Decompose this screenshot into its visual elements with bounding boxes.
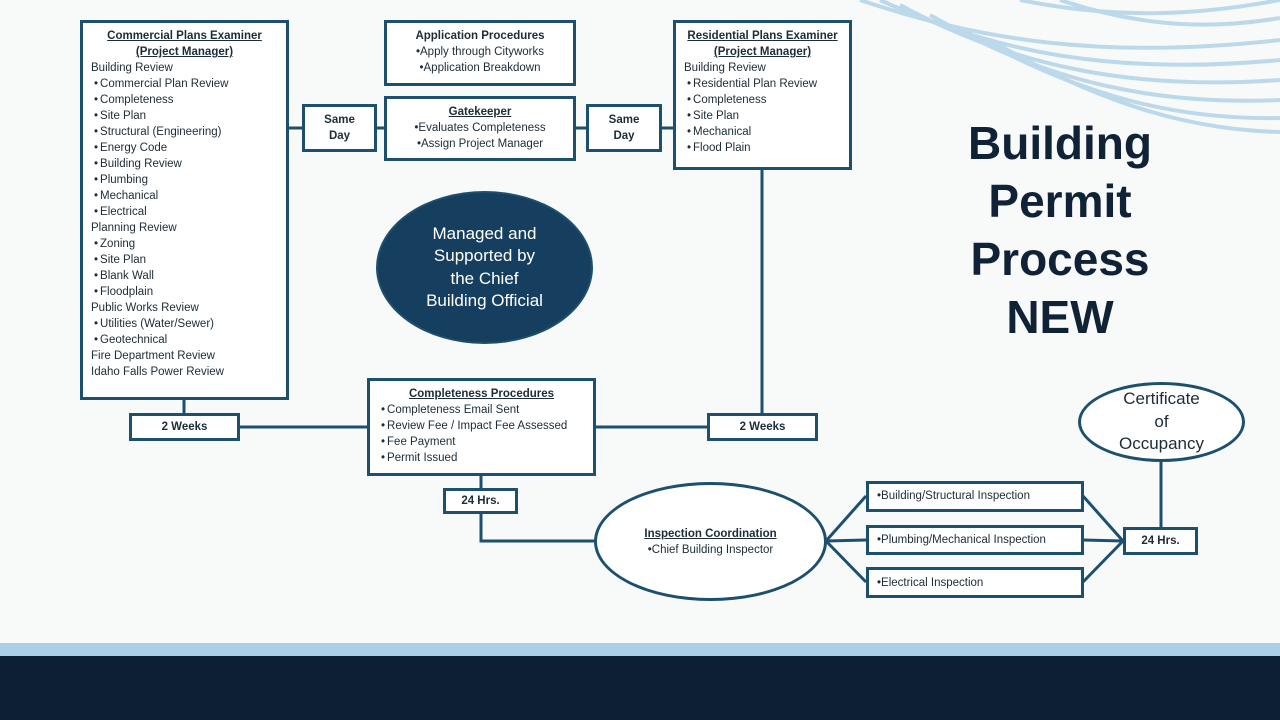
review-section-heading: Idaho Falls Power Review: [91, 366, 224, 378]
same-day-text: Day: [613, 130, 635, 142]
certificate-of-occupancy-ellipse: Certificate of Occupancy: [1078, 382, 1245, 462]
title-line: Permit: [988, 175, 1132, 227]
review-item: Plumbing: [83, 172, 286, 188]
review-item: Site Plan: [83, 108, 286, 124]
review-section-heading: Building Review: [684, 62, 766, 74]
decorative-waves: [859, 0, 1280, 134]
completeness-title: Completeness Procedures: [408, 388, 555, 400]
residential-title: Residential Plans Examiner: [687, 30, 838, 42]
application-title: Application Procedures: [415, 30, 545, 42]
application-item: •Application Breakdown: [419, 62, 541, 74]
review-item: Completeness: [676, 92, 849, 108]
managed-text: Building Official: [426, 291, 543, 310]
title-line: Building: [968, 117, 1152, 169]
inspection-coordination-item: •Chief Building Inspector: [647, 543, 774, 556]
review-item: Floodplain: [83, 284, 286, 300]
gatekeeper-item: •Assign Project Manager: [416, 138, 544, 150]
same-day-right-label: Same Day: [586, 104, 662, 152]
review-item: Structural (Engineering): [83, 124, 286, 140]
plumbing-mechanical-inspection-box: •Plumbing/Mechanical Inspection: [866, 525, 1084, 555]
review-item: Site Plan: [676, 108, 849, 124]
review-item: Electrical: [83, 204, 286, 220]
commercial-title: Commercial Plans Examiner: [107, 30, 262, 42]
24-hours-right-label: 24 Hrs.: [1123, 527, 1198, 555]
review-item: Geotechnical: [83, 332, 286, 348]
completeness-item: Fee Payment: [370, 434, 593, 450]
commercial-subtitle: (Project Manager): [135, 46, 234, 58]
review-item: Commercial Plan Review: [83, 76, 286, 92]
review-item: Completeness: [83, 92, 286, 108]
certificate-text: of: [1154, 411, 1169, 431]
review-section-heading: Building Review: [91, 62, 173, 74]
two-weeks-left-label: 2 Weeks: [129, 413, 240, 441]
managed-by-chief-official-ellipse: Managed and Supported by the Chief Build…: [376, 191, 593, 344]
electrical-inspection-box: •Electrical Inspection: [866, 567, 1084, 598]
certificate-text: Occupancy: [1118, 434, 1205, 454]
certificate-text: Certificate: [1123, 389, 1200, 409]
review-section-heading: Public Works Review: [91, 302, 199, 314]
gatekeeper-title: Gatekeeper: [448, 106, 512, 118]
inspection-label: Electrical Inspection: [881, 577, 984, 589]
same-day-text: Day: [328, 130, 351, 142]
footer-band-light: [0, 643, 1280, 656]
title-line: NEW: [1006, 291, 1114, 343]
completeness-item: Review Fee / Impact Fee Assessed: [370, 418, 593, 434]
building-structural-inspection-box: •Building/Structural Inspection: [866, 481, 1084, 512]
managed-text: Managed and: [432, 223, 537, 243]
footer-band-dark: [0, 656, 1280, 720]
review-item: Building Review: [83, 156, 286, 172]
commercial-plans-examiner-box: Commercial Plans Examiner (Project Manag…: [80, 20, 289, 400]
review-item: Zoning: [83, 236, 286, 252]
24-hours-left-label: 24 Hrs.: [443, 488, 518, 514]
application-procedures-box: Application Procedures •Apply through Ci…: [384, 20, 576, 86]
review-item: Blank Wall: [83, 268, 286, 284]
completeness-procedures-box: Completeness Procedures Completeness Ema…: [367, 378, 596, 476]
review-item: Energy Code: [83, 140, 286, 156]
gatekeeper-item: •Evaluates Completeness: [414, 122, 546, 134]
inspection-label: Plumbing/Mechanical Inspection: [881, 534, 1046, 546]
commercial-review-list: Building ReviewCommercial Plan ReviewCom…: [83, 60, 286, 380]
review-item: Site Plan: [83, 252, 286, 268]
same-day-left-label: Same Day: [302, 104, 377, 152]
gatekeeper-box: Gatekeeper •Evaluates Completeness •Assi…: [384, 96, 576, 161]
inspection-coordination-title: Inspection Coordination: [644, 527, 777, 540]
managed-text: Supported by: [433, 246, 536, 265]
residential-plans-examiner-box: Residential Plans Examiner (Project Mana…: [673, 20, 852, 170]
completeness-item: Completeness Email Sent: [370, 402, 593, 418]
slide-title: Building Permit Process NEW: [940, 114, 1180, 346]
review-item: Mechanical: [676, 124, 849, 140]
same-day-text: Same: [608, 114, 640, 126]
same-day-text: Same: [324, 114, 355, 126]
inspection-coordination-ellipse: Inspection Coordination •Chief Building …: [594, 482, 827, 601]
application-item: •Apply through Cityworks: [415, 46, 545, 58]
review-item: Mechanical: [83, 188, 286, 204]
residential-subtitle: (Project Manager): [713, 46, 812, 58]
residential-review-list: Building ReviewResidential Plan ReviewCo…: [676, 60, 849, 156]
review-item: Flood Plain: [676, 140, 849, 156]
completeness-item: Permit Issued: [370, 450, 593, 466]
review-section-heading: Planning Review: [91, 222, 177, 234]
managed-text: the Chief: [450, 268, 519, 288]
review-section-heading: Fire Department Review: [91, 350, 215, 362]
title-line: Process: [970, 233, 1150, 285]
review-item: Utilities (Water/Sewer): [83, 316, 286, 332]
inspection-label: Building/Structural Inspection: [881, 490, 1030, 502]
review-item: Residential Plan Review: [676, 76, 849, 92]
two-weeks-right-label: 2 Weeks: [707, 413, 818, 441]
